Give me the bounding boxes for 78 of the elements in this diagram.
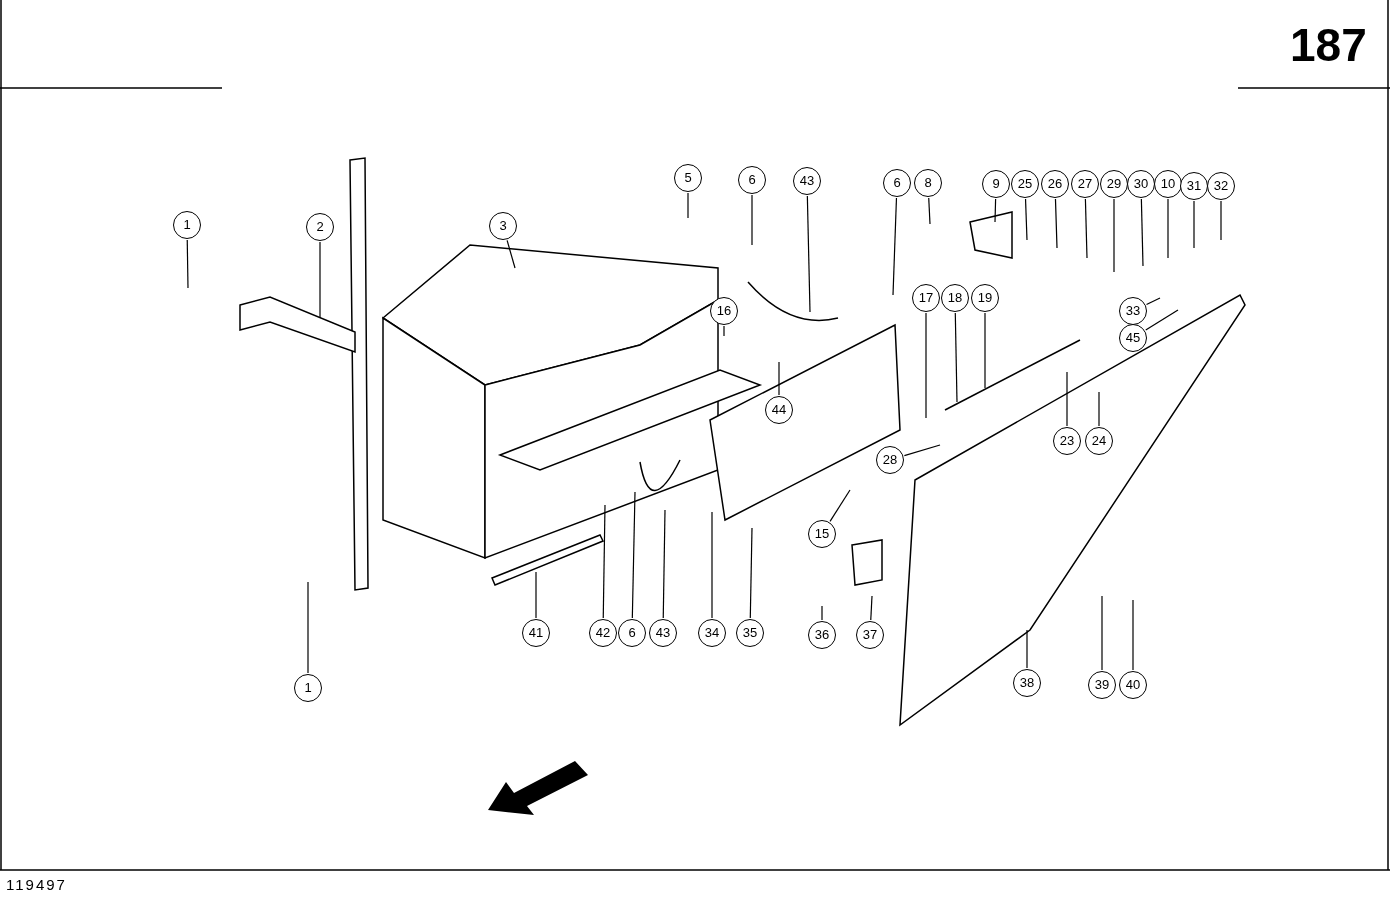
leader-line: [1066, 371, 1068, 427]
callout-number: 25: [1011, 170, 1039, 198]
leader-line: [1132, 599, 1134, 671]
leader-line: [751, 194, 753, 246]
callout-number: 35: [736, 619, 764, 647]
callout-number: 39: [1088, 671, 1116, 699]
leader-line: [631, 491, 636, 619]
callout-number: 6: [883, 169, 911, 197]
leader-line: [829, 489, 851, 522]
leader-line: [994, 198, 997, 223]
callout-number: 17: [912, 284, 940, 312]
leader-line: [1145, 309, 1179, 331]
callout-number: 42: [589, 619, 617, 647]
leader-line: [1145, 297, 1161, 306]
callout-number: 5: [674, 164, 702, 192]
callout-number: 34: [698, 619, 726, 647]
callout-number: 1: [173, 211, 201, 239]
leader-line: [1113, 198, 1115, 273]
leader-line: [662, 509, 666, 619]
callout-number: 6: [738, 166, 766, 194]
leader-line: [535, 571, 537, 619]
callout-number: 15: [808, 520, 836, 548]
leader-line: [1098, 391, 1100, 427]
callout-number: 28: [876, 446, 904, 474]
leader-line: [307, 581, 309, 674]
leader-line: [1101, 595, 1103, 671]
leader-line: [806, 195, 811, 313]
leader-line: [984, 312, 986, 389]
callout-number: 9: [982, 170, 1010, 198]
callout-number: 38: [1013, 669, 1041, 697]
leader-line: [749, 527, 753, 619]
leader-line: [1026, 629, 1028, 669]
callout-number: 33: [1119, 297, 1147, 325]
callout-number: 26: [1041, 170, 1069, 198]
leader-line: [778, 361, 780, 396]
callout-number: 41: [522, 619, 550, 647]
callout-number: 43: [649, 619, 677, 647]
leader-line: [1054, 198, 1058, 249]
page-number: 187: [1290, 18, 1367, 72]
leader-line: [1024, 198, 1028, 241]
leader-line: [928, 197, 931, 225]
leader-line: [506, 239, 516, 269]
leader-line: [319, 241, 321, 319]
callout-number: 2: [306, 213, 334, 241]
callout-number: 8: [914, 169, 942, 197]
callout-number: 43: [793, 167, 821, 195]
drawing-number: 119497: [6, 876, 67, 893]
leader-line: [925, 312, 927, 419]
callout-number: 37: [856, 621, 884, 649]
leader-line: [1220, 200, 1222, 241]
callout-number: 40: [1119, 671, 1147, 699]
leader-line: [1084, 198, 1088, 259]
callout-number: 36: [808, 621, 836, 649]
callout-number: 29: [1100, 170, 1128, 198]
leader-line: [711, 511, 713, 619]
leader-line: [1193, 200, 1195, 249]
leader-line: [186, 239, 189, 289]
callout-number: 3: [489, 212, 517, 240]
leader-line: [723, 325, 725, 337]
callout-number: 45: [1119, 324, 1147, 352]
leader-line: [892, 197, 898, 296]
leader-line: [903, 444, 941, 457]
callout-number: 19: [971, 284, 999, 312]
callout-number: 30: [1127, 170, 1155, 198]
leader-line: [1140, 198, 1144, 267]
callout-number: 1: [294, 674, 322, 702]
leader-line: [602, 504, 606, 619]
callout-number: 18: [941, 284, 969, 312]
callout-number: 32: [1207, 172, 1235, 200]
callout-number: 6: [618, 619, 646, 647]
leader-line: [870, 595, 873, 621]
leader-line: [1167, 198, 1169, 259]
leader-line: [954, 312, 958, 403]
leader-line: [821, 605, 823, 621]
callout-number: 10: [1154, 170, 1182, 198]
callout-number: 27: [1071, 170, 1099, 198]
leader-line: [687, 192, 689, 219]
callout-number: 31: [1180, 172, 1208, 200]
